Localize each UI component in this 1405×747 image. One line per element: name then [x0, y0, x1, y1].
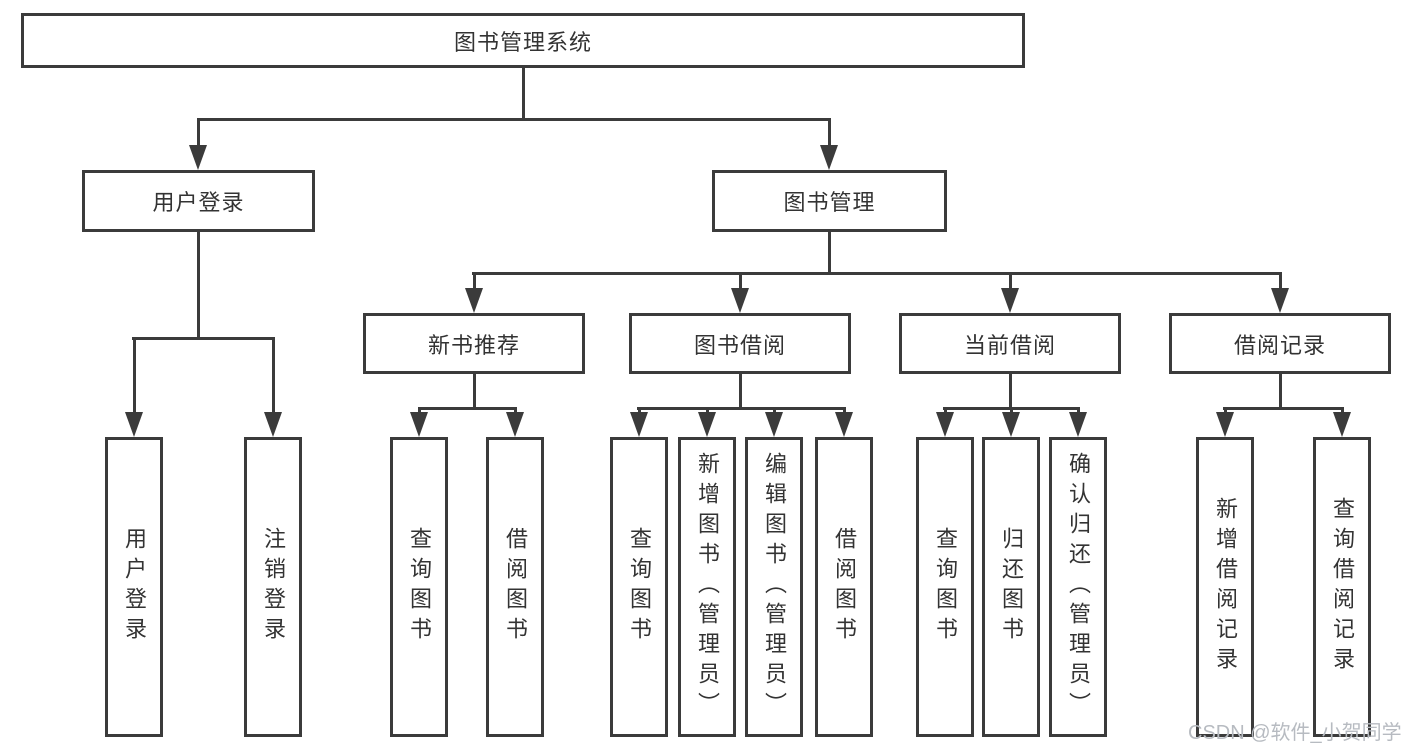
node-book-borrow: 图书借阅 [629, 313, 851, 374]
leaf-label: 查询借阅记录 [1330, 497, 1355, 677]
leaf-query-books-borrow: 查询图书 [610, 437, 668, 737]
leaf-user-login: 用户登录 [105, 437, 163, 737]
leaf-label: 借阅图书 [832, 527, 857, 647]
node-label: 新书推荐 [427, 332, 520, 358]
connector-line [1223, 407, 1344, 410]
connector-line [1279, 374, 1282, 407]
watermark: CSDN @软件_小贺同学 [1188, 722, 1402, 744]
arrowhead-icon [1069, 412, 1087, 437]
connector-line [132, 337, 275, 340]
node-book-system: 图书管理系统 [21, 13, 1025, 68]
leaf-add-books-admin: 新增图书（管理员） [678, 437, 736, 737]
leaf-edit-books-admin: 编辑图书（管理员） [745, 437, 803, 737]
connector-line [1009, 374, 1012, 407]
leaf-label: 新增借阅记录 [1213, 497, 1238, 677]
node-label: 用户登录 [152, 190, 245, 215]
arrowhead-icon [1002, 412, 1020, 437]
arrowhead-icon [765, 412, 783, 437]
connector-line [197, 232, 200, 337]
connector-line [828, 118, 831, 150]
arrowhead-icon [936, 412, 954, 437]
node-current-borrow: 当前借阅 [899, 313, 1121, 374]
arrowhead-icon [1001, 288, 1019, 313]
leaf-label: 确认归还（管理员） [1066, 452, 1091, 722]
connector-line [637, 407, 846, 410]
leaf-label: 查询图书 [627, 527, 652, 647]
arrowhead-icon [1333, 412, 1351, 437]
node-user-login: 用户登录 [82, 170, 315, 232]
leaf-confirm-return-admin: 确认归还（管理员） [1049, 437, 1107, 737]
node-new-book-recommend: 新书推荐 [363, 313, 585, 374]
connector-line [473, 374, 476, 407]
connector-line [1009, 272, 1012, 292]
connector-line [133, 337, 136, 415]
leaf-query-books-recommend: 查询图书 [390, 437, 448, 737]
node-book-management: 图书管理 [712, 170, 947, 232]
leaf-logout: 注销登录 [244, 437, 302, 737]
leaf-label: 归还图书 [999, 527, 1024, 647]
connector-line [272, 337, 275, 415]
arrowhead-icon [125, 412, 143, 437]
leaf-label: 新增图书（管理员） [695, 452, 720, 722]
connector-line [739, 272, 742, 292]
arrowhead-icon [264, 412, 282, 437]
leaf-borrow-books-recommend: 借阅图书 [486, 437, 544, 737]
leaf-add-borrow-record: 新增借阅记录 [1196, 437, 1254, 737]
connector-line [522, 68, 525, 118]
leaf-label: 用户登录 [122, 527, 147, 647]
connector-line [197, 118, 831, 121]
arrowhead-icon [698, 412, 716, 437]
leaf-query-borrow-record: 查询借阅记录 [1313, 437, 1371, 737]
node-label: 图书管理 [783, 190, 876, 215]
connector-line [473, 272, 476, 292]
arrowhead-icon [1216, 412, 1234, 437]
leaf-label: 查询图书 [933, 527, 958, 647]
node-label: 借阅记录 [1233, 332, 1326, 358]
leaf-label: 编辑图书（管理员） [762, 452, 787, 722]
connector-line [739, 374, 742, 407]
arrowhead-icon [835, 412, 853, 437]
leaf-return-books: 归还图书 [982, 437, 1040, 737]
leaf-label: 借阅图书 [503, 527, 528, 647]
arrowhead-icon [506, 412, 524, 437]
node-label: 当前借阅 [963, 332, 1056, 358]
connector-line [472, 272, 1282, 275]
connector-line [197, 118, 200, 150]
node-borrow-records: 借阅记录 [1169, 313, 1391, 374]
arrowhead-icon [1271, 288, 1289, 313]
node-label: 图书借阅 [693, 332, 786, 358]
leaf-label: 查询图书 [407, 527, 432, 647]
leaf-query-books-current: 查询图书 [916, 437, 974, 737]
arrowhead-icon [189, 145, 207, 170]
leaf-borrow-books: 借阅图书 [815, 437, 873, 737]
connector-line [828, 232, 831, 272]
connector-line [1279, 272, 1282, 292]
arrowhead-icon [410, 412, 428, 437]
arrowhead-icon [820, 145, 838, 170]
connector-line [418, 407, 517, 410]
arrowhead-icon [465, 288, 483, 313]
arrowhead-icon [731, 288, 749, 313]
node-label: 图书管理系统 [453, 29, 592, 55]
arrowhead-icon [630, 412, 648, 437]
leaf-label: 注销登录 [261, 527, 286, 647]
